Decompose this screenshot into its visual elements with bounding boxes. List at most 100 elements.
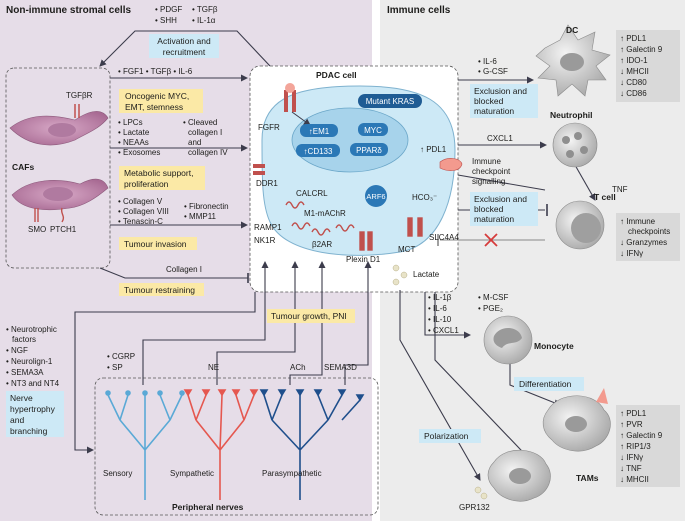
metabolic-box-l1: proliferation [124,179,169,189]
nerve-factor-5: • NT3 and NT4 [6,379,60,388]
oncogenic-box-l0: Oncogenic MYC, [125,91,189,101]
tam-marker-5: ↓ TNF [620,464,642,473]
exclusion2-l2: maturation [474,214,514,224]
sympathetic-nerve [183,389,259,500]
metabolic-box-l0: Metabolic support, [124,168,193,178]
metab-a0: • LPCs [118,118,143,127]
collagen-restrain-line [99,267,248,279]
mct-label: MCT [398,245,415,254]
polarization-text: Polarization [424,431,469,441]
exclusion1-l2: maturation [474,106,514,116]
metab-a2: • NEAAs [118,138,149,147]
b2ar-label: β2AR [312,240,332,249]
em1-pill [300,124,338,137]
cyto-a2: • IL-10 [428,315,452,324]
cyto-a3: • CXCL1 [428,326,459,335]
sensory-nerve [105,390,185,500]
smo-label: SMO [28,225,46,234]
checkpoint-arrow [457,174,546,191]
dc-marker-0: ↑ PDL1 [620,34,647,43]
differentiation-path [509,360,561,407]
nerve-factor-4: • SEMA3A [6,368,44,377]
cd133-label: ↑CD133 [304,147,333,156]
fgfr-label: FGFR [258,123,280,132]
metabolites: • LPCs • Lactate • NEAAs • Exosomes • Cl… [118,118,228,157]
sympathetic-label: Sympathetic [170,469,214,478]
ppard-label: PPARδ [356,146,382,155]
hypertrophy-l2: and [10,415,24,425]
myc-pill [358,123,388,136]
tcell-marker-2: ↓ Granzymes [620,238,667,247]
calcrl-label: CALCRL [296,189,328,198]
activation-box-l1: recruitment [163,47,206,57]
exclusion2-l1: blocked [474,204,504,214]
nk1r-label: NK1R [254,236,276,245]
metab-a3: • Exosomes [118,148,160,157]
sema3d-path [344,261,372,385]
lactate-dots [392,264,408,286]
differentiation-box [514,377,584,391]
cgrp-path [142,261,269,360]
hypertrophy-l0: Nerve [10,393,33,403]
caf-cell-top: TGFβR [9,91,109,146]
tnf-path [574,164,596,201]
tcell-markers: ↑ Immune checkpoints ↓ Granzymes ↓ IFNγ [620,217,670,258]
neutrophil-cell [552,122,598,168]
tam-marker-6: ↓ MHCII [620,475,649,484]
cafs-box [5,67,111,269]
gpr132-label: GPR132 [459,503,490,512]
ramp1-label: RAMP1 [254,223,282,232]
blocked-x-icon [484,233,498,247]
cyto-a1: • IL-6 [428,304,447,313]
cytokines-a: • IL-1β • IL-6 • IL-10 • CXCL1 [428,293,459,335]
ddr1-receptor: DDR1 [253,164,278,188]
tam-markers: ↑ PDL1 ↑ PVR ↑ Galectin 9 ↑ RIP1/3 ↓ IFN… [620,409,663,484]
nerve-factor-0: • Neurotrophic [6,325,57,334]
pdl1-receptor [439,158,463,171]
tgfbr-label: TGFβR [66,91,93,100]
exclusion2-l0: Exclusion and [474,194,527,204]
factor-top-b1: • IL-1α [192,16,216,25]
kras-pill [358,94,422,108]
parasympathetic-label: Parasympathetic [262,469,322,478]
activation-arrow [99,30,271,67]
caf-cell-bottom: SMO PTCH1 [11,178,109,234]
growth-box [267,309,355,323]
tam-marker-1: ↑ PVR [620,420,643,429]
myc-label: MYC [364,126,382,135]
tam-marker-3: ↑ RIP1/3 [620,442,651,451]
checkpoint-l0: Immune [472,157,501,166]
dc-factor-0: • IL-6 [478,57,497,66]
arf6-node [365,185,387,207]
ne-label: NE [208,363,219,372]
ecm-a2: • Tenascin-C [118,217,163,226]
tcell-cell [555,200,605,250]
dc-marker-4: ↓ CD80 [620,78,647,87]
ptch1-label: PTCH1 [50,225,77,234]
invasion-box-text: Tumour invasion [124,239,187,249]
checkpoint-l1: checkpoint [472,167,511,176]
metab-a1: • Lactate [118,128,150,137]
polarization-box [419,429,481,443]
tcell-marker-0: ↑ Immune [620,217,656,226]
nerve-factor-1: factors [12,335,36,344]
sp-label: • SP [107,363,123,372]
cafs-label: CAFs [12,162,34,172]
left-panel-title: Non-immune stromal cells [6,5,131,16]
dc-marker-5: ↓ CD86 [620,89,647,98]
em1-label: ↑EM1 [309,127,330,136]
dc-cell [535,24,611,97]
monocyte-cell [483,315,533,365]
metab-b2: and [188,138,201,147]
factor-top-a0: • PDGF [155,5,182,14]
kras-label: Mutant KRAS [366,97,414,106]
cyto-a0: • IL-1β [428,293,452,302]
cytokine-tam-path [434,292,541,471]
ecm-b0: • Fibronectin [184,202,229,211]
tam-marker-box [616,405,680,487]
m1machr-label: M1-mAChR [304,209,346,218]
metab-b3: collagen IV [188,148,228,157]
tam-marker-0: ↑ PDL1 [620,409,647,418]
cd133-pill [296,144,340,157]
